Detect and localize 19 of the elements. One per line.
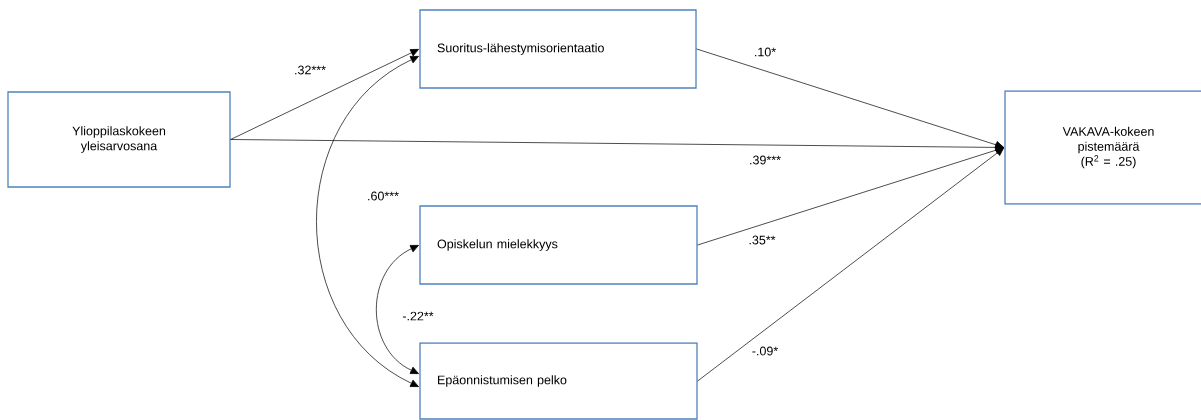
- curved-arrow: [316, 56, 419, 387]
- arrow: [230, 139, 1004, 152]
- arrow: [696, 48, 1004, 149]
- variable-box: VAKAVA-kokeen pistemäärä (R$^{2}$ = .25): [1004, 90, 1201, 205]
- arrow: [697, 146, 1004, 246]
- edge-label: .39***: [748, 154, 782, 166]
- edge-label: -.09*: [750, 345, 780, 357]
- edge-label: .35**: [747, 234, 777, 246]
- curved-arrow: [375, 245, 419, 374]
- edge-label: .10*: [752, 46, 778, 58]
- arrow: [230, 49, 419, 140]
- variable-box: Suoritus-lähestymisorientaatio: [419, 9, 697, 89]
- variable-box: Opiskelun mielekkyys: [419, 205, 698, 285]
- edge-label: .32***: [293, 64, 327, 76]
- variable-box: Ylioppilaskokeen yleisarvosana: [7, 91, 231, 188]
- arrow: [697, 147, 1005, 382]
- variable-box: Epäonnistumisen pelko: [419, 342, 698, 420]
- edge-label: .60***: [366, 190, 400, 202]
- edge-label: -.22**: [401, 310, 435, 322]
